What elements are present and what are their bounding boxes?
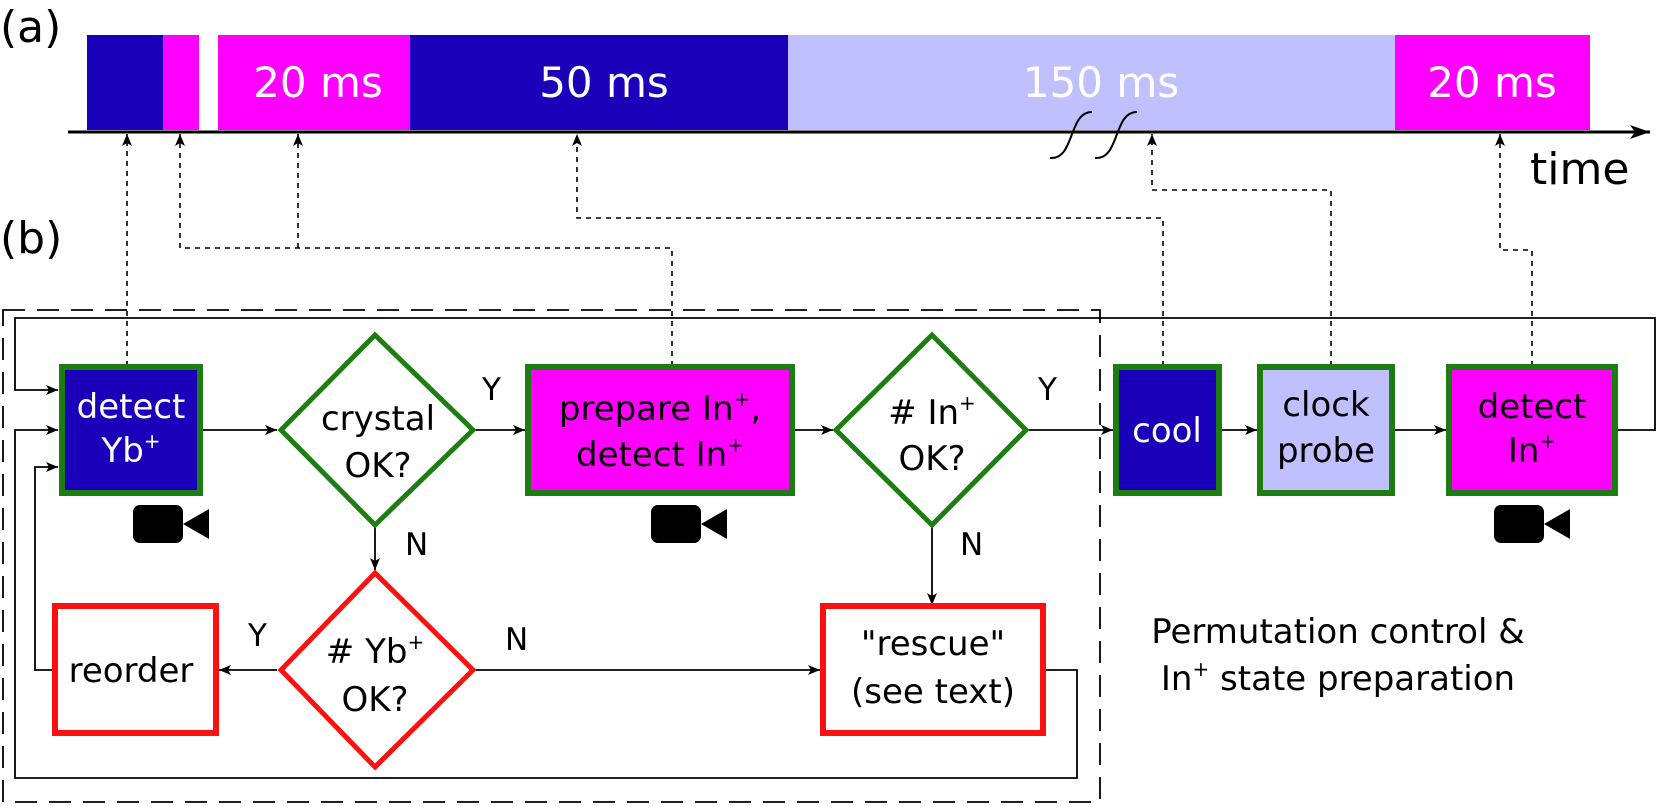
camera-icon [1494, 505, 1570, 543]
cool-label: cool [1132, 411, 1202, 451]
link-clock [1147, 134, 1332, 366]
timeline-segment-short [163, 35, 199, 130]
segment-label-prepare: 20 ms [253, 58, 383, 107]
region-caption-line1: Permutation control & [1151, 612, 1525, 652]
diamond-in-count-ok: # In+ OK? [832, 331, 1030, 529]
diamond-crystal-ok: crystal OK? [277, 331, 477, 529]
timeline-segment-cool [410, 35, 788, 130]
timeline-segment-clock [788, 35, 1395, 130]
box-detect-yb: detect Yb+ [59, 364, 203, 496]
flow-connectors [14, 317, 1656, 779]
timeline-segment-detect-in [1395, 35, 1590, 130]
detect-in-line2: In+ [1508, 429, 1556, 471]
crystal-ok-line2: OK? [344, 446, 411, 486]
link-prepare-short [175, 134, 673, 366]
link-cool [572, 134, 1164, 366]
edge-label-crystal-no: N [405, 527, 428, 563]
rescue-line1: "rescue" [861, 624, 1005, 664]
box-prepare-in: prepare In+, detect In+ [525, 364, 795, 496]
crystal-ok-line1: crystal [321, 399, 435, 439]
segment-label-cool: 50 ms [539, 58, 669, 107]
box-cool: cool [1113, 364, 1222, 496]
clock-probe-line1: clock [1282, 385, 1370, 425]
detect-in-line1: detect [1478, 387, 1587, 427]
timeline-segment-detect-yb [87, 35, 163, 130]
prepare-in-line2: detect In+ [576, 433, 744, 475]
prepare-in-line1: prepare In+, [559, 387, 761, 429]
link-detect-in [1495, 134, 1533, 366]
timeline-links [122, 134, 1533, 366]
edge-label-yb-yes: Y [247, 618, 267, 654]
diamond-yb-count-ok: # Yb+ OK? [277, 569, 477, 771]
reorder-label: reorder [69, 651, 194, 691]
axis-break-icon [1049, 111, 1138, 160]
camera-icon [133, 505, 209, 543]
timeline: 20 ms 50 ms 150 ms 20 ms time [68, 35, 1650, 195]
yb-count-ok-line1: # Yb+ [326, 630, 424, 672]
box-clock-probe: clock probe [1257, 364, 1395, 496]
detect-yb-line2: Yb+ [100, 429, 160, 471]
in-count-ok-line1: # In+ [888, 391, 976, 433]
panel-label-b: (b) [0, 213, 62, 264]
camera-icon [651, 505, 727, 543]
edge-label-crystal-yes: Y [481, 372, 501, 408]
region-caption-line2: In+ state preparation [1161, 657, 1515, 699]
clock-probe-line2: probe [1277, 431, 1375, 471]
edge-label-in-no: N [960, 527, 983, 563]
edge-label-in-yes: Y [1037, 372, 1057, 408]
panel-label-a: (a) [0, 2, 61, 53]
segment-label-clock: 150 ms [1023, 58, 1179, 107]
box-reorder: reorder [52, 603, 219, 736]
in-count-ok-line2: OK? [898, 439, 965, 479]
yb-count-ok-line2: OK? [341, 680, 408, 720]
rescue-line2: (see text) [851, 672, 1015, 712]
edge-label-yb-no: N [505, 622, 528, 658]
timeline-segment-prepare [218, 35, 410, 130]
time-axis-label: time [1530, 144, 1629, 195]
permutation-region [2, 309, 1101, 803]
detect-yb-line1: detect [77, 387, 186, 427]
segment-label-detect-in: 20 ms [1427, 58, 1557, 107]
box-detect-in: detect In+ [1446, 364, 1618, 496]
box-rescue: "rescue" (see text) [820, 603, 1046, 736]
